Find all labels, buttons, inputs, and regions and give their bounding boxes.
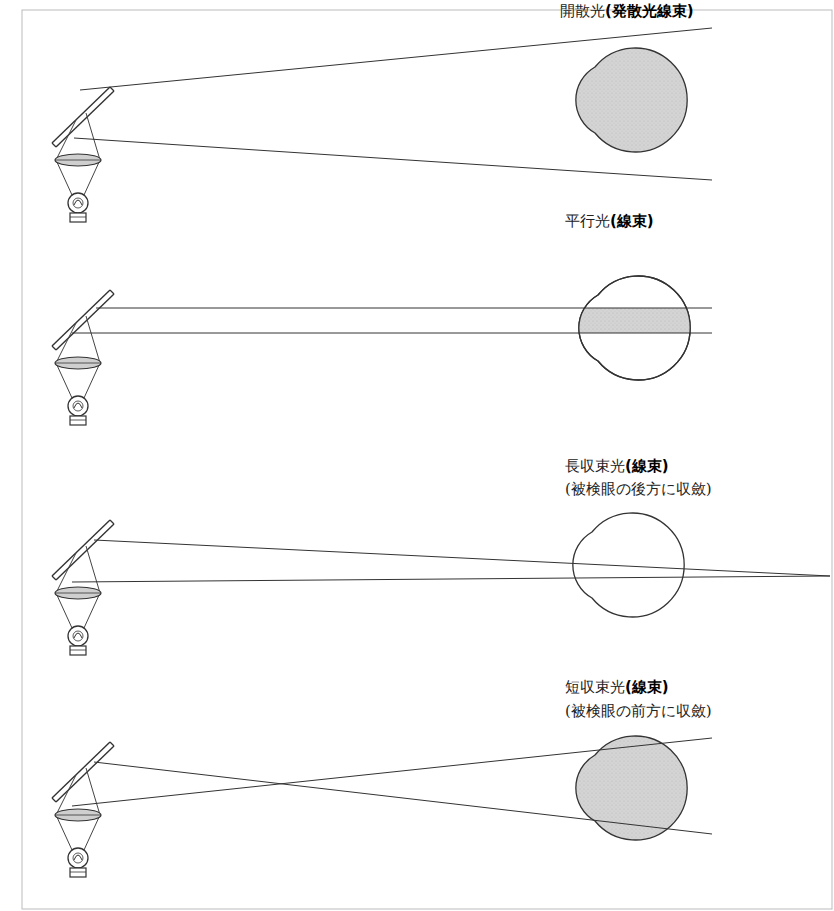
beam-label: (線束)	[625, 457, 669, 477]
label-row: 開散光 (発散光線束)	[560, 2, 694, 22]
label-row: 短収束光(線束)	[565, 678, 669, 698]
beam-label: 長収束光	[565, 457, 625, 477]
beam-label: 短収束光	[565, 678, 625, 698]
beam-label: (線束)	[625, 678, 669, 698]
label-row: 平行光(線束)	[565, 212, 654, 232]
beam-label: (線束)	[610, 212, 654, 232]
beam-label: (被検眼の後方に収斂)	[565, 480, 712, 500]
label-row: 長収束光(線束)	[565, 457, 669, 477]
label-row: (被検眼の前方に収斂)	[565, 702, 712, 722]
beam-label: (被検眼の前方に収斂)	[565, 702, 712, 722]
beam-label: 開散光	[560, 2, 605, 22]
beam-label: 平行光	[565, 212, 610, 232]
label-row: (被検眼の後方に収斂)	[565, 480, 712, 500]
beam-label: (発散光線束)	[605, 2, 694, 22]
